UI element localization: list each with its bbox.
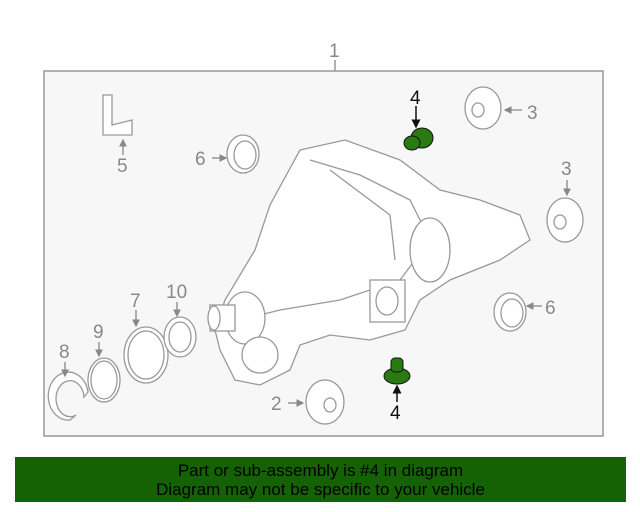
part-4-upper <box>403 106 434 151</box>
callout-2: 2 <box>271 394 282 415</box>
other-parts <box>47 86 584 425</box>
callout-9: 9 <box>93 322 104 343</box>
info-banner: Part or sub-assembly is #4 in diagram Di… <box>15 457 626 502</box>
banner-line-1: Part or sub-assembly is #4 in diagram <box>177 461 464 480</box>
callout-4: 4 <box>390 403 401 424</box>
callout-5: 5 <box>117 156 128 177</box>
banner-line-2: Diagram may not be specific to your vehi… <box>156 480 485 499</box>
callout-1: 1 <box>329 41 340 62</box>
differential-housing <box>207 139 531 386</box>
callout-3: 3 <box>561 159 572 180</box>
callout-8: 8 <box>59 342 70 363</box>
part-4-lower <box>383 357 411 402</box>
callout-3: 3 <box>527 103 538 124</box>
callout-10: 10 <box>166 282 187 303</box>
callout-7: 7 <box>130 291 141 312</box>
callout-4: 4 <box>410 88 421 109</box>
callout-6: 6 <box>195 149 206 170</box>
callout-6: 6 <box>545 298 556 319</box>
part-5 <box>102 94 133 136</box>
